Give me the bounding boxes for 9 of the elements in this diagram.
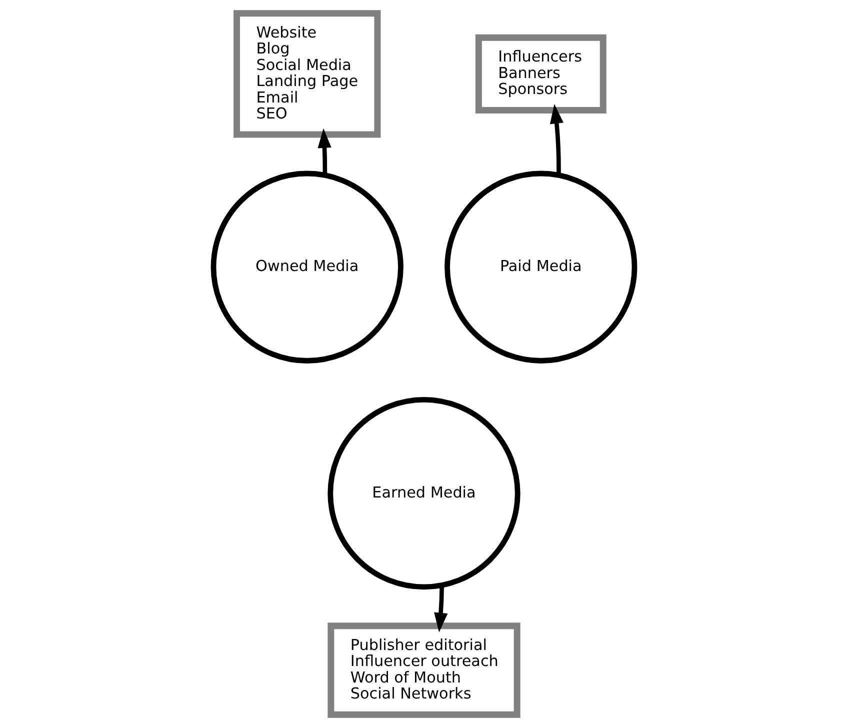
node-circle: Earned Media [328, 396, 520, 590]
arrow [434, 584, 448, 632]
node-box: Website Blog Social Media Landing Page Email SEO [234, 10, 381, 138]
arrow [318, 128, 332, 175]
node-circle: Paid Media [444, 170, 638, 363]
node-box: Publisher editorial Influencer outreach Word of Mouth Social Networks [328, 622, 520, 718]
node-circle: Owned Media [210, 170, 404, 363]
arrow [550, 104, 564, 175]
node-box: Influencers Banners Sponsors [475, 34, 606, 113]
